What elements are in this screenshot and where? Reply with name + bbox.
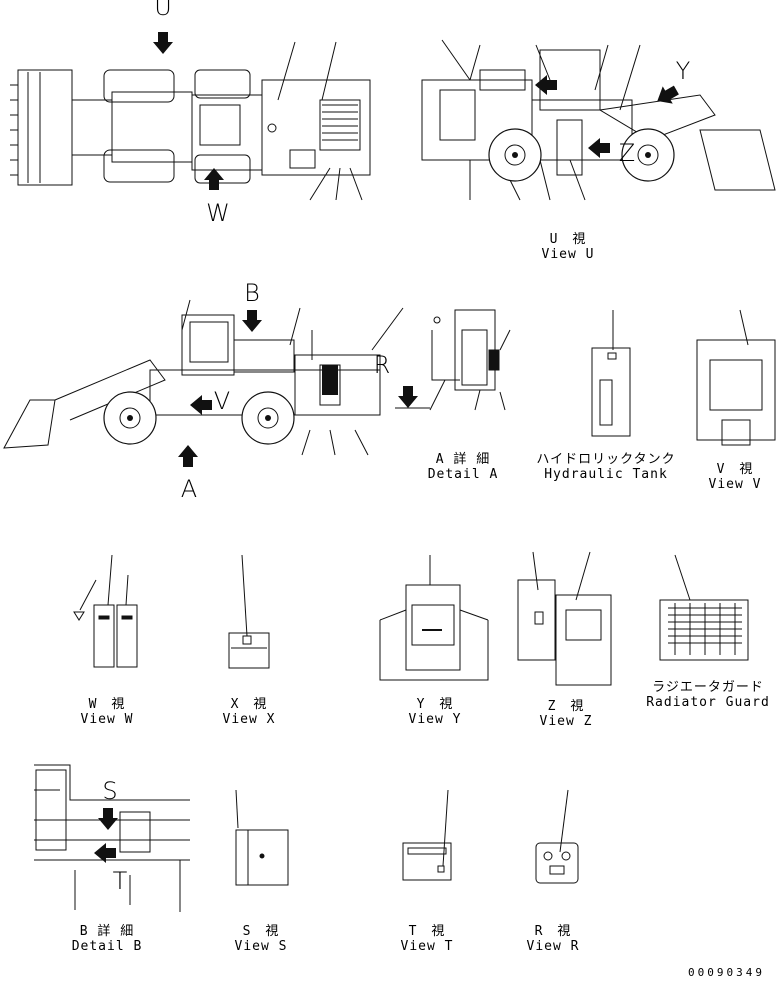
caption-view-s: S 視 View S: [234, 924, 288, 954]
decal-block: [322, 365, 338, 395]
view-x-drawing: [228, 554, 270, 669]
side-view-main-drawing: [3, 299, 430, 456]
arrow-b: [242, 310, 262, 332]
marker-v: V: [213, 387, 231, 415]
arrow-s: [98, 808, 118, 830]
arrow-w: [204, 168, 224, 190]
caption-radiator-guard: ラジエータガード Radiator Guard: [646, 680, 770, 710]
arrow-z: [588, 138, 610, 158]
arrow-a: [178, 445, 198, 467]
arrow-x: [535, 75, 557, 95]
caption-view-z: Z 視 View Z: [539, 699, 593, 729]
arrow-u: [153, 32, 173, 54]
caption-view-r: R 視 View R: [526, 924, 580, 954]
caption-hydraulic-tank: ハイドロリックタンク Hydraulic Tank: [536, 452, 676, 482]
caption-view-v: V 視 View V: [708, 462, 762, 492]
marker-a: A: [180, 475, 198, 503]
radiator-guard-drawing: [659, 554, 749, 661]
view-w-drawing: [73, 554, 138, 668]
caption-view-t: T 視 View T: [400, 924, 454, 954]
marker-y: Y: [675, 57, 691, 85]
document-number: 00090349: [688, 966, 765, 979]
caption-view-u: U 視 View U: [541, 232, 595, 262]
marker-u: U: [154, 0, 172, 21]
view-z-drawing: [517, 551, 612, 686]
marker-z: Z: [618, 139, 636, 167]
caption-view-w: W 視 View W: [80, 697, 134, 727]
caption-detail-a: A 詳 細 Detail A: [427, 452, 499, 482]
view-v-drawing: [696, 309, 776, 446]
view-s-drawing: [235, 789, 289, 886]
marker-s: S: [102, 777, 118, 805]
hydraulic-tank-drawing: [591, 310, 631, 437]
view-y-drawing: [379, 555, 489, 681]
top-view-drawing: [10, 41, 371, 201]
caption-detail-b: B 詳 細 Detail B: [71, 924, 143, 954]
arrow-v: [190, 395, 212, 415]
view-r-drawing: [535, 789, 579, 884]
caption-view-x: X 視 View X: [222, 697, 276, 727]
arrow-r: [398, 386, 418, 408]
detail-a-drawing: [429, 309, 511, 411]
side-view-u-drawing: [421, 39, 776, 201]
marker-w: W: [206, 199, 230, 227]
marker-b: B: [244, 279, 260, 307]
view-t-drawing: [402, 789, 452, 881]
marker-t: T: [112, 867, 128, 895]
caption-view-y: Y 視 View Y: [408, 697, 462, 727]
marker-r: R: [373, 351, 391, 379]
arrow-y: [652, 81, 682, 110]
